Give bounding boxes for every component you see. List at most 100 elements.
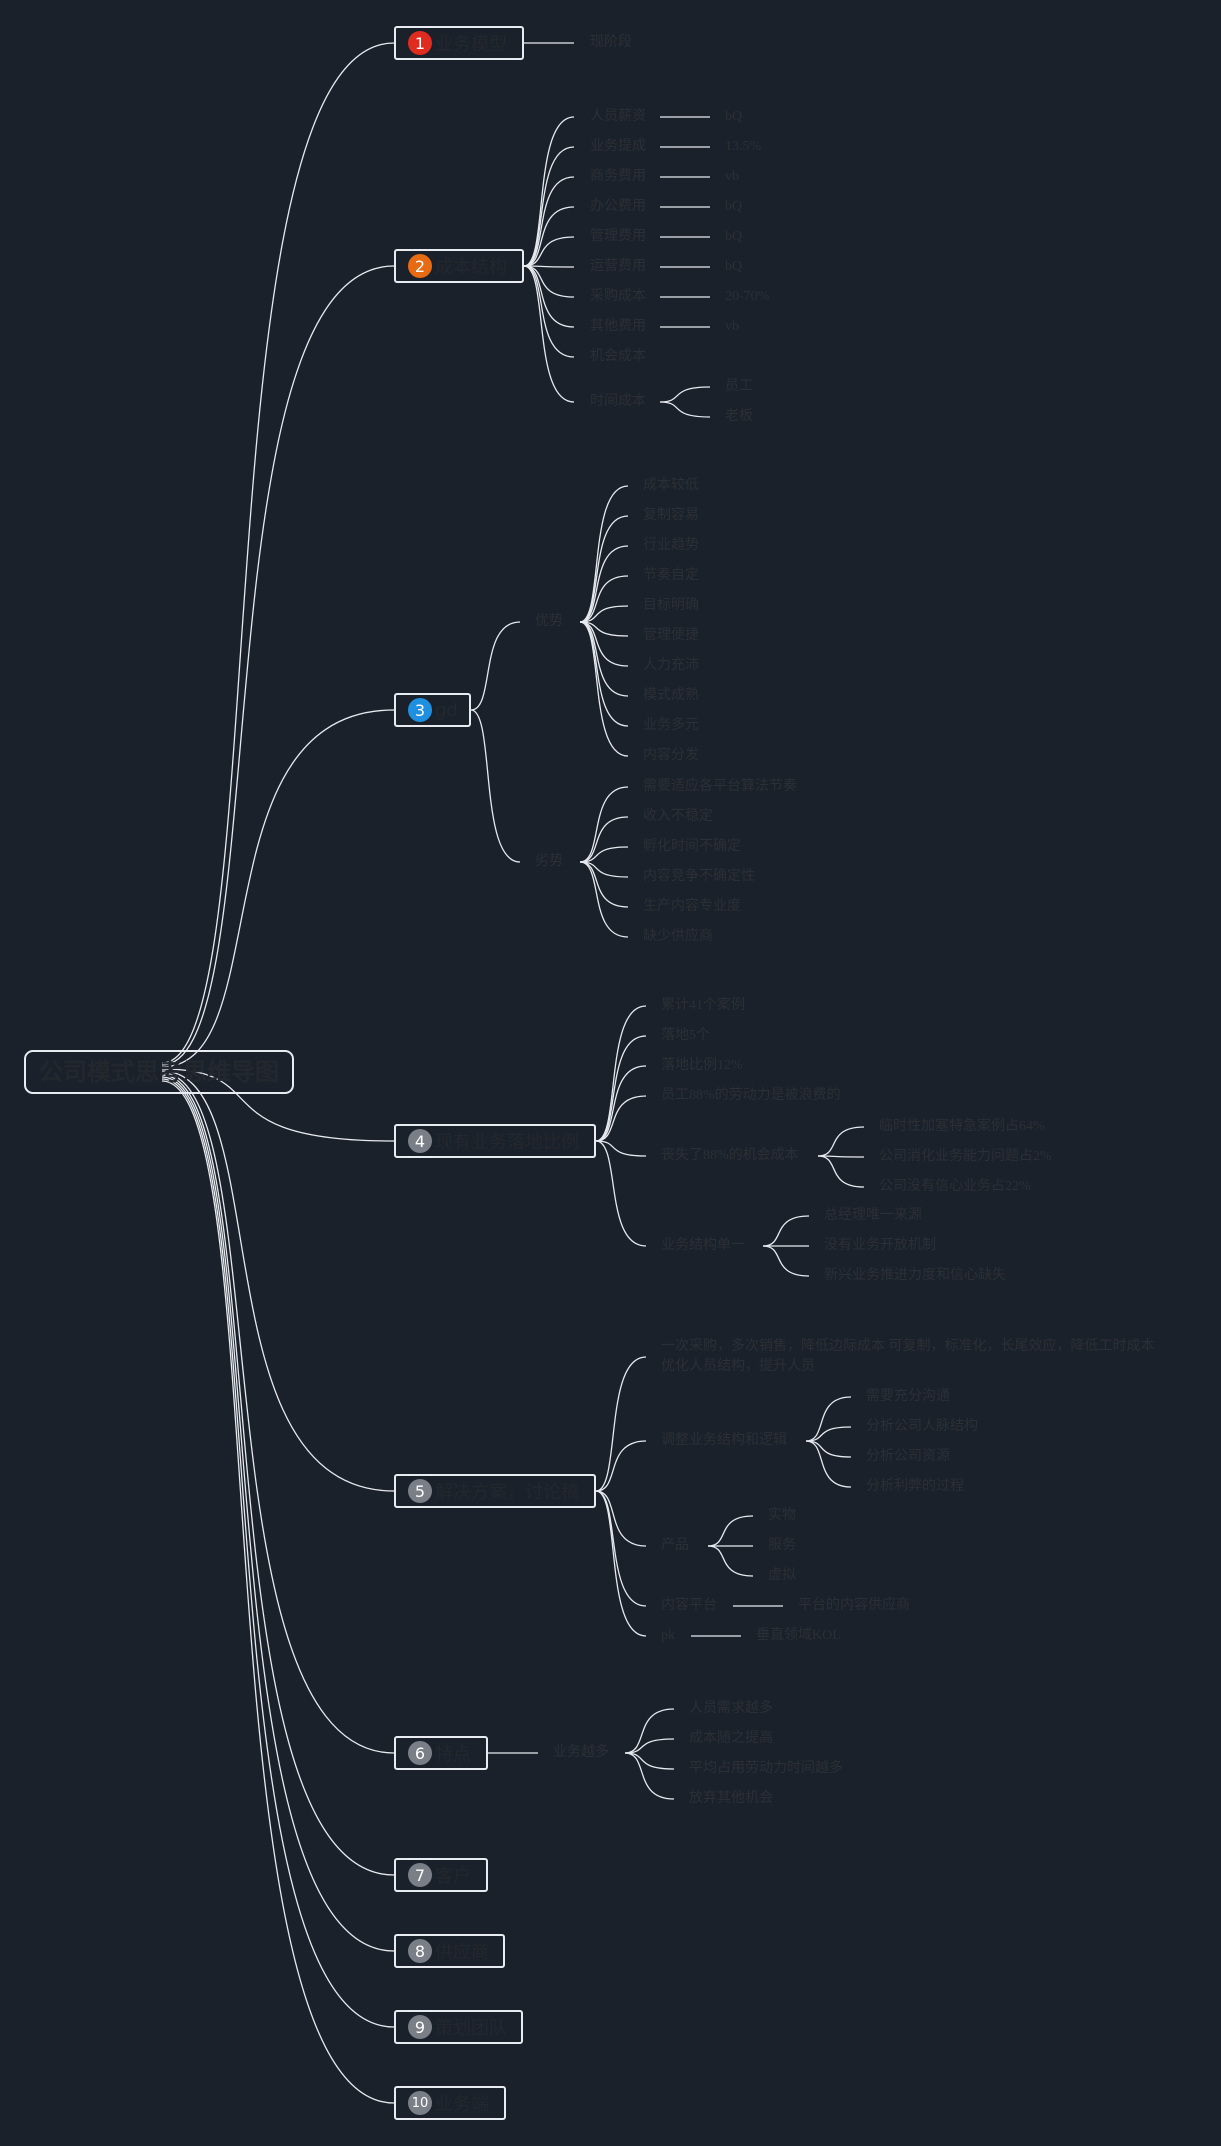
leaf-label: 需要适应各平台算法节奏 <box>643 779 797 794</box>
topic-label: 解决方案，讨论稿 <box>435 1482 579 1503</box>
value-label: 20-70% <box>725 289 770 304</box>
topic-number-badge: 6 <box>408 1741 432 1765</box>
leaf-label: 没有业务开放机制 <box>824 1238 936 1253</box>
leaf-label: 行业趋势 <box>643 538 699 553</box>
branch-label: 其他费用 <box>590 319 646 334</box>
topic-label: 业务端 <box>435 2094 489 2115</box>
connector-line <box>624 1752 675 1800</box>
root-to-topic-line-3 <box>161 709 395 1068</box>
leaf-label: 实物 <box>768 1508 796 1523</box>
leaf-label: 内容分发 <box>643 748 699 763</box>
topic-label: 供应商 <box>435 1942 489 1963</box>
topic-number-badge: 3 <box>408 698 432 722</box>
leaf-label: 模式成熟 <box>643 688 699 703</box>
topic-label: 业务模型 <box>435 34 507 55</box>
connector-line <box>707 1515 754 1547</box>
root-to-topic-line-7 <box>161 1074 395 1876</box>
branch-line <box>595 1005 647 1142</box>
leaf-label: 成本随之提高 <box>689 1731 773 1746</box>
branch-label: pk <box>661 1628 675 1643</box>
branch-line <box>470 621 521 711</box>
connector-line <box>579 621 629 757</box>
branch-label: 落地比例12% <box>661 1058 743 1073</box>
leaf-label: 管理便捷 <box>643 628 699 643</box>
branch-line <box>595 1356 647 1492</box>
leaf-label: 临时性加塞特急案例占64% <box>879 1119 1045 1134</box>
value-label: bQ <box>725 109 743 124</box>
leaf-label: 老板 <box>725 409 753 424</box>
topic-label: 现有业务落地比例 <box>435 1132 579 1153</box>
branch-label: 管理费用 <box>590 229 646 244</box>
connector-line <box>579 605 629 623</box>
connector-line <box>817 1155 865 1158</box>
branch-line <box>595 1490 647 1607</box>
connector-line <box>805 1440 852 1458</box>
branch-line <box>523 265 575 268</box>
connector-line <box>579 575 629 623</box>
topic-number-badge: 5 <box>408 1479 432 1503</box>
root-to-topic-line-10 <box>161 1080 395 2104</box>
branch-line <box>523 265 575 403</box>
branch-label: 办公费用 <box>590 199 646 214</box>
branch-label: 采购成本 <box>590 289 646 304</box>
value-label: 13.5% <box>725 139 762 154</box>
root-to-topic-line-1 <box>161 42 395 1064</box>
branch-line <box>595 1035 647 1142</box>
leaf-label: 员工 <box>725 379 753 394</box>
leaf-label: 人力充沛 <box>643 658 699 673</box>
topic-number-badge: 7 <box>408 1863 432 1887</box>
branch-label: 产品 <box>661 1538 689 1553</box>
branch-label: 调整业务结构和逻辑 <box>661 1433 787 1448</box>
branch-line <box>523 265 575 358</box>
leaf-label: 分析利弊的过程 <box>866 1479 964 1494</box>
connector-line <box>659 401 711 418</box>
leaf-label: 服务 <box>768 1538 796 1553</box>
branch-label: 优化人员结构，提升人员 <box>661 1359 815 1374</box>
leaf-label: 放弃其他机会 <box>689 1791 773 1806</box>
leaf-label: 虚拟 <box>768 1568 796 1583</box>
leaf-label: 需要充分沟通 <box>866 1389 950 1404</box>
topic-label: 客户 <box>435 1866 471 1887</box>
branch-line <box>523 116 575 267</box>
connector-line <box>817 1126 865 1157</box>
branch-line <box>595 1065 647 1142</box>
topic-label: 成本结构 <box>435 257 507 278</box>
connector-line <box>579 861 629 938</box>
root-to-topic-line-5 <box>161 1070 395 1492</box>
leaf-label: 成本较低 <box>643 478 699 493</box>
connector-line <box>579 545 629 623</box>
leaf-label: 业务多元 <box>643 718 699 733</box>
connector-line <box>624 1738 675 1754</box>
branch-label: 劣势 <box>535 854 563 869</box>
branch-line <box>595 1490 647 1547</box>
branch-label: 内容平台 <box>661 1598 717 1613</box>
leaf-label: 分析公司人脉结构 <box>866 1419 978 1434</box>
root-node[interactable]: 公司模式思考思维导图 <box>24 1050 294 1094</box>
root-to-topic-line-6 <box>161 1072 395 1754</box>
connector-line <box>707 1545 754 1577</box>
connector-line <box>805 1396 852 1442</box>
topic-label: 策划团队 <box>435 2018 507 2039</box>
topic-number-badge: 9 <box>408 2015 432 2039</box>
topic-label: 特点 <box>435 1744 471 1765</box>
connector-line <box>579 786 629 863</box>
branch-label: 商务费用 <box>590 169 646 184</box>
connector-line <box>579 621 629 637</box>
branch-line <box>595 1095 647 1142</box>
branch-line <box>523 146 575 267</box>
value-label: 平台的内容供应商 <box>798 1598 910 1613</box>
branch-label: 业务越多 <box>553 1745 609 1760</box>
leaf-label: 孵化时间不确定 <box>643 839 741 854</box>
branch-label: 员工88%的劳动力是被浪费的 <box>661 1088 841 1103</box>
connector-line <box>579 485 629 623</box>
